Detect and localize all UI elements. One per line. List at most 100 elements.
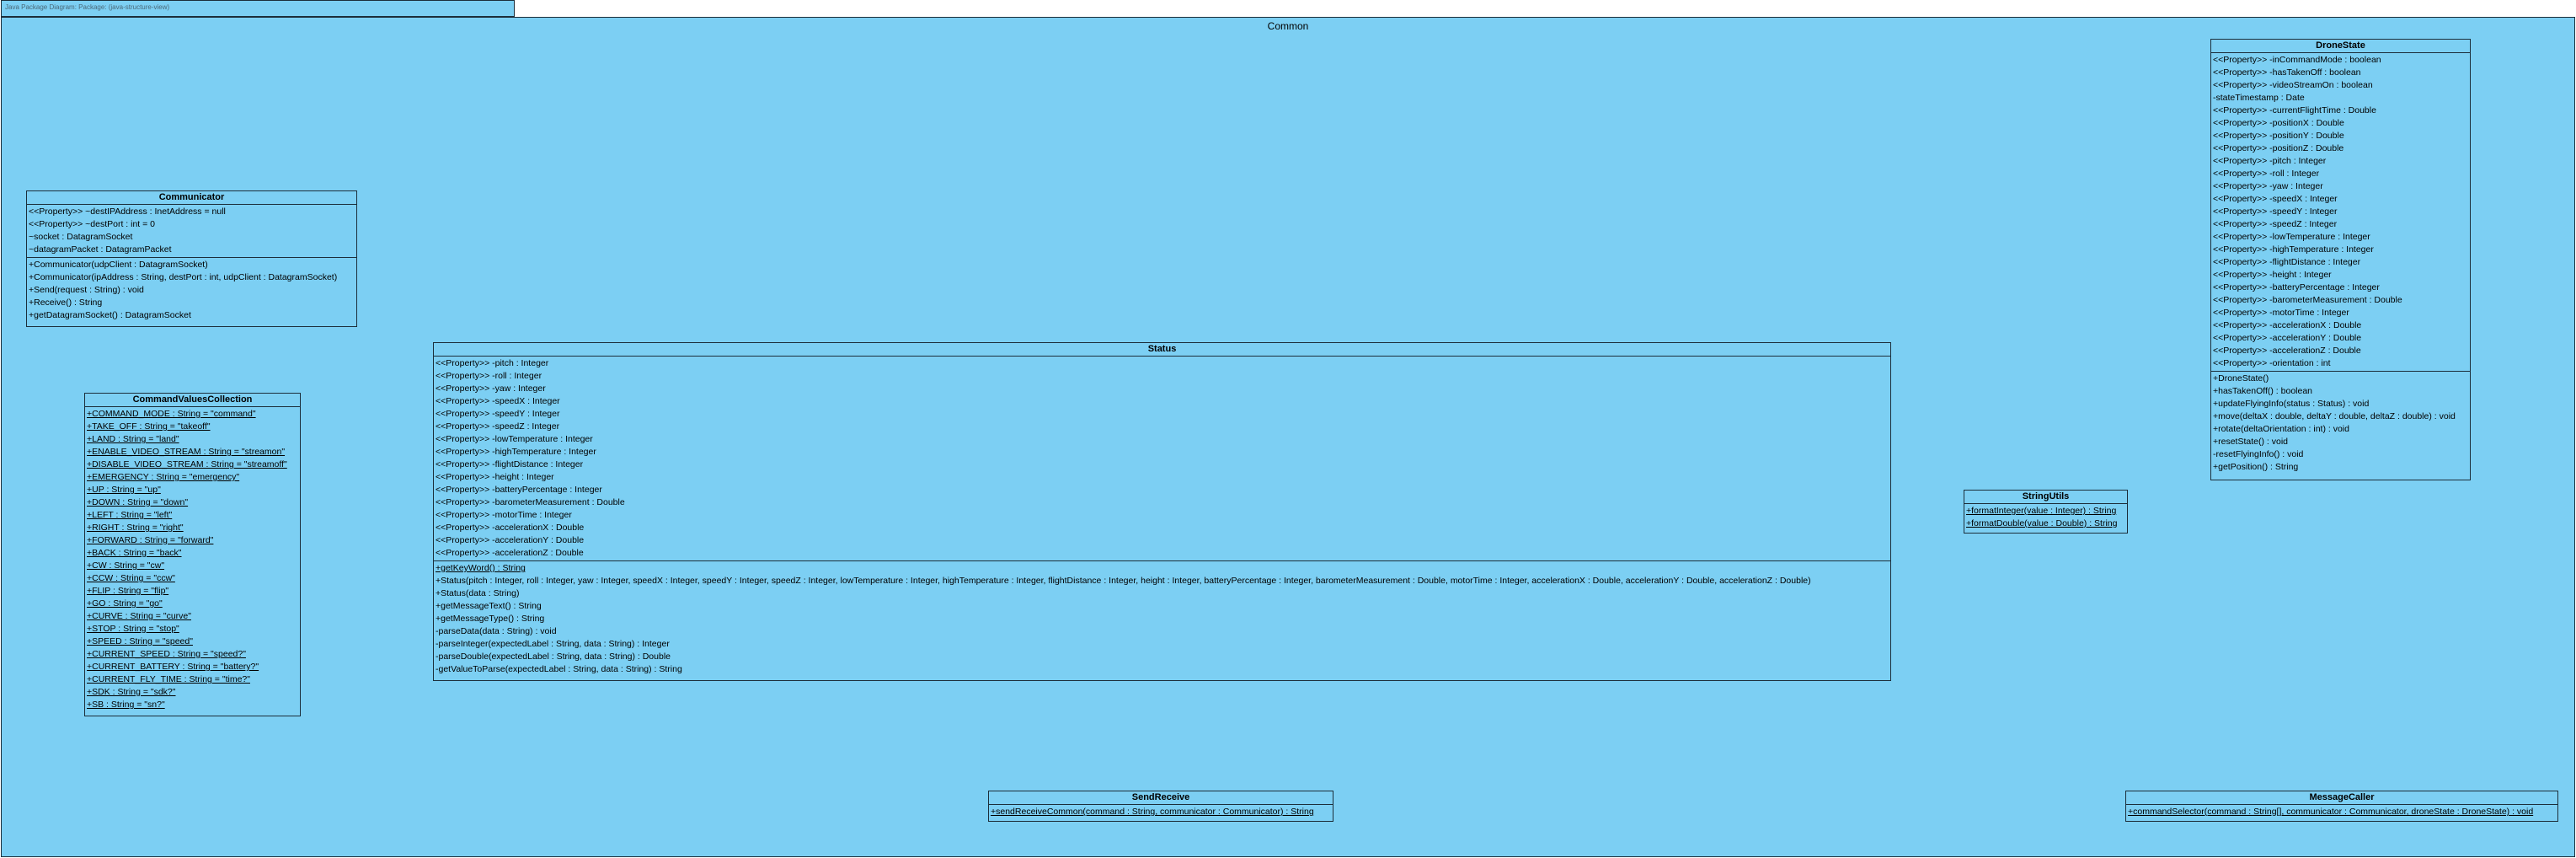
attribute-row: <<Property>> -accelerationY : Double <box>436 535 585 545</box>
attribute-row: <<Property>> ~destPort : int = 0 <box>29 219 156 229</box>
attribute-row: <<Property>> -lowTemperature : Integer <box>436 434 593 444</box>
method-row: +getMessageText() : String <box>436 601 542 611</box>
method-row: +Communicator(udpClient : DatagramSocket… <box>29 260 208 270</box>
attribute-row: <<Property>> -lowTemperature : Integer <box>2213 232 2370 242</box>
attribute-row: <<Property>> -accelerationX : Double <box>436 523 585 533</box>
attribute-row: <<Property>> -flightDistance : Integer <box>2213 257 2361 267</box>
attribute-row: -stateTimestamp : Date <box>2213 93 2305 103</box>
class-command-values-collection[interactable]: CommandValuesCollection +COMMAND_MODE : … <box>84 393 301 716</box>
attribute-row: <<Property>> -speedX : Integer <box>2213 194 2338 204</box>
class-send-receive[interactable]: SendReceive +sendReceiveCommon(command :… <box>988 791 1333 822</box>
attribute-row: +CW : String = "cw" <box>87 560 165 571</box>
attribute-row: <<Property>> -speedX : Integer <box>436 396 560 406</box>
attribute-row: <<Property>> -inCommandMode : boolean <box>2213 55 2381 65</box>
attribute-row: +LEFT : String = "left" <box>87 510 173 520</box>
attribute-row: +DISABLE_VIDEO_STREAM : String = "stream… <box>87 459 287 469</box>
attribute-row: +ENABLE_VIDEO_STREAM : String = "streamo… <box>87 447 286 457</box>
attribute-row: +COMMAND_MODE : String = "command" <box>87 409 256 419</box>
attribute-row: <<Property>> -accelerationY : Double <box>2213 333 2362 343</box>
attribute-row: <<Property>> -speedY : Integer <box>436 409 560 419</box>
methods-section: +getKeyWord() : String+Status(pitch : In… <box>434 560 1890 677</box>
attribute-row: <<Property>> -speedY : Integer <box>2213 206 2338 217</box>
method-row: +hasTakenOff() : boolean <box>2213 386 2313 396</box>
attribute-row: +SDK : String = "sdk?" <box>87 687 176 697</box>
attribute-row: <<Property>> -positionZ : Double <box>2213 143 2344 153</box>
attribute-row: <<Property>> -motorTime : Integer <box>436 510 572 520</box>
method-row: +sendReceiveCommon(command : String, com… <box>991 807 1314 817</box>
attribute-row: <<Property>> -videoStreamOn : boolean <box>2213 80 2373 90</box>
method-row: +Send(request : String) : void <box>29 285 144 295</box>
method-row: +getMessageType() : String <box>436 614 545 624</box>
diagram-header-tab: Java Package Diagram: Package: (java-str… <box>1 0 515 17</box>
class-message-caller[interactable]: MessageCaller +commandSelector(command :… <box>2125 791 2558 822</box>
attribute-row: <<Property>> -roll : Integer <box>436 371 542 381</box>
method-row: -parseInteger(expectedLabel : String, da… <box>436 639 670 649</box>
attributes-section: +COMMAND_MODE : String = "command"+TAKE_… <box>85 407 300 712</box>
method-row: +move(deltaX : double, deltaY : double, … <box>2213 411 2456 421</box>
class-name: MessageCaller <box>2126 791 2557 805</box>
class-drone-state[interactable]: DroneState <<Property>> -inCommandMode :… <box>2210 39 2471 480</box>
class-status[interactable]: Status <<Property>> -pitch : Integer<<Pr… <box>433 342 1891 681</box>
attribute-row: <<Property>> -yaw : Integer <box>2213 181 2323 191</box>
attribute-row: +CCW : String = "ccw" <box>87 573 175 583</box>
attribute-row: <<Property>> -speedZ : Integer <box>436 421 560 432</box>
attribute-row: <<Property>> -accelerationZ : Double <box>436 548 584 558</box>
class-name: Status <box>434 343 1890 357</box>
method-row: +getPosition() : String <box>2213 462 2299 472</box>
attribute-row: <<Property>> -accelerationZ : Double <box>2213 346 2361 356</box>
methods-section: +commandSelector(command : String[], com… <box>2126 805 2557 819</box>
attribute-row: +RIGHT : String = "right" <box>87 523 184 533</box>
method-row: +Status(pitch : Integer, roll : Integer,… <box>436 576 1811 586</box>
attributes-section: <<Property>> -inCommandMode : boolean <<P… <box>2211 53 2470 371</box>
attribute-row: <<Property>> -height : Integer <box>436 472 554 482</box>
attribute-row: <<Property>> -positionX : Double <box>2213 118 2344 128</box>
method-row: +commandSelector(command : String[], com… <box>2128 807 2534 817</box>
methods-section: +DroneState() +hasTakenOff() : boolean +up… <box>2211 371 2470 475</box>
attribute-row: <<Property>> -flightDistance : Integer <box>436 459 584 469</box>
attribute-row: +LAND : String = "land" <box>87 434 179 444</box>
attribute-row: <<Property>> -motorTime : Integer <box>2213 308 2349 318</box>
method-row: -parseData(data : String) : void <box>436 626 557 636</box>
attribute-row: <<Property>> -currentFlightTime : Double <box>2213 105 2376 115</box>
class-name: Communicator <box>27 191 356 205</box>
class-name: SendReceive <box>989 791 1333 805</box>
class-string-utils[interactable]: StringUtils +formatInteger(value : Integ… <box>1964 490 2128 534</box>
attribute-row: <<Property>> -orientation : int <box>2213 358 2331 368</box>
attribute-row: <<Property>> -highTemperature : Integer <box>436 447 596 457</box>
attribute-row: <<Property>> ~destIPAddress : InetAddres… <box>29 206 226 217</box>
class-name: CommandValuesCollection <box>85 394 300 407</box>
attribute-row: <<Property>> -batteryPercentage : Intege… <box>2213 282 2380 292</box>
attribute-row: <<Property>> -batteryPercentage : Intege… <box>436 485 602 495</box>
method-row: +Communicator(ipAddress : String, destPo… <box>29 272 338 282</box>
method-row: +updateFlyingInfo(status : Status) : voi… <box>2213 399 2370 409</box>
methods-section: +sendReceiveCommon(command : String, com… <box>989 805 1333 819</box>
attribute-row: <<Property>> -positionY : Double <box>2213 131 2344 141</box>
method-row: +Status(data : String) <box>436 588 520 598</box>
attribute-row: +CURRENT_SPEED : String = "speed?" <box>87 649 246 659</box>
method-row: -parseDouble(expectedLabel : String, dat… <box>436 652 671 662</box>
attribute-row: +BACK : String = "back" <box>87 548 182 558</box>
attribute-row: <<Property>> -roll : Integer <box>2213 169 2320 179</box>
class-communicator[interactable]: Communicator <<Property>> ~destIPAddress… <box>26 190 357 327</box>
attribute-row: <<Property>> -barometerMeasurement : Dou… <box>436 497 625 507</box>
attribute-row: +SPEED : String = "speed" <box>87 636 193 646</box>
method-row: +DroneState() <box>2213 373 2269 383</box>
attribute-row: +CURVE : String = "curve" <box>87 611 191 621</box>
attribute-row: +CURRENT_FLY_TIME : String = "time?" <box>87 674 250 684</box>
method-row: +resetState() : void <box>2213 437 2288 447</box>
methods-section: +formatInteger(value : Integer) : String… <box>1964 504 2127 531</box>
method-row: +formatDouble(value : Double) : String <box>1966 518 2118 528</box>
method-row: -getValueToParse(expectedLabel : String,… <box>436 664 682 674</box>
method-row: -resetFlyingInfo() : void <box>2213 449 2304 459</box>
method-row: +formatInteger(value : Integer) : String <box>1966 506 2117 516</box>
attribute-row: +CURRENT_BATTERY : String = "battery?" <box>87 662 259 672</box>
method-row: +Receive() : String <box>29 298 103 308</box>
attribute-row: <<Property>> -height : Integer <box>2213 270 2332 280</box>
attribute-row: <<Property>> -barometerMeasurement : Dou… <box>2213 295 2402 305</box>
attribute-row: +DOWN : String = "down" <box>87 497 189 507</box>
attribute-row: +FORWARD : String = "forward" <box>87 535 214 545</box>
attribute-row: <<Property>> -accelerationX : Double <box>2213 320 2362 330</box>
class-name: DroneState <box>2211 40 2470 53</box>
method-row: +getDatagramSocket() : DatagramSocket <box>29 310 191 320</box>
attribute-row: <<Property>> -speedZ : Integer <box>2213 219 2338 229</box>
